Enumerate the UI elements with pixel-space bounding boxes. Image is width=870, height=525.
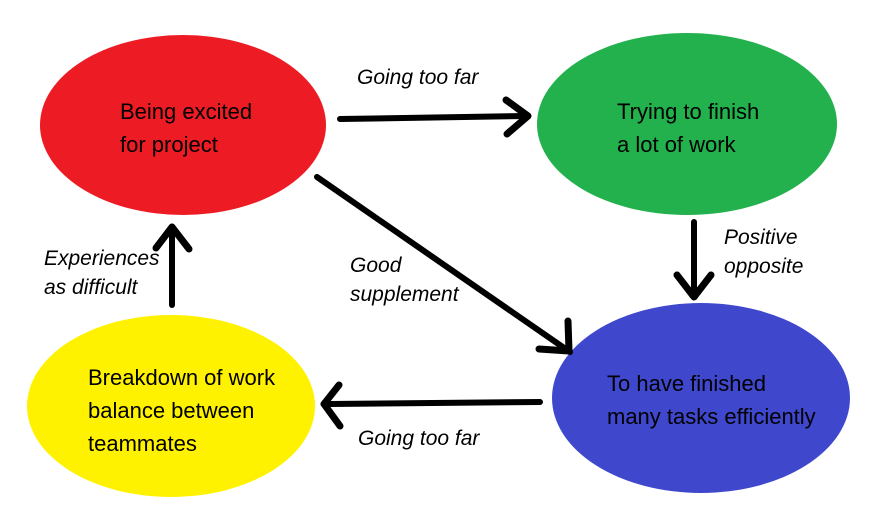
node-ellipse-breakdown xyxy=(27,315,315,497)
node-label-trying-finish: Trying to finish a lot of work xyxy=(617,99,760,157)
node-label-excited: Being excited for project xyxy=(120,99,253,157)
arrow-breakdown-to-excited xyxy=(152,223,193,308)
arrow-excited-to-finished-tasks xyxy=(314,174,573,355)
edge-label-positive-opposite: Positive opposite xyxy=(724,226,804,278)
arrow-trying-finish-to-finished-tasks xyxy=(673,219,715,301)
edge-label-experiences-as-difficult: Experiences as difficult xyxy=(44,247,160,299)
node-ellipse-trying-finish xyxy=(537,33,837,215)
arrow-excited-to-trying-finish xyxy=(337,96,532,138)
node-ellipse-excited xyxy=(40,35,326,215)
edge-label-going-too-far-bottom: Going too far xyxy=(358,427,480,450)
edge-label-going-too-far-top: Going too far xyxy=(357,66,479,89)
node-label-finished-tasks: To have finished many tasks efficiently xyxy=(607,371,816,429)
arrow-finished-tasks-to-breakdown xyxy=(320,381,543,430)
node-ellipse-finished-tasks xyxy=(552,303,850,493)
edge-label-good-supplement: Good supplement xyxy=(350,254,459,306)
node-label-breakdown: Breakdown of work balance between teamma… xyxy=(88,365,276,456)
